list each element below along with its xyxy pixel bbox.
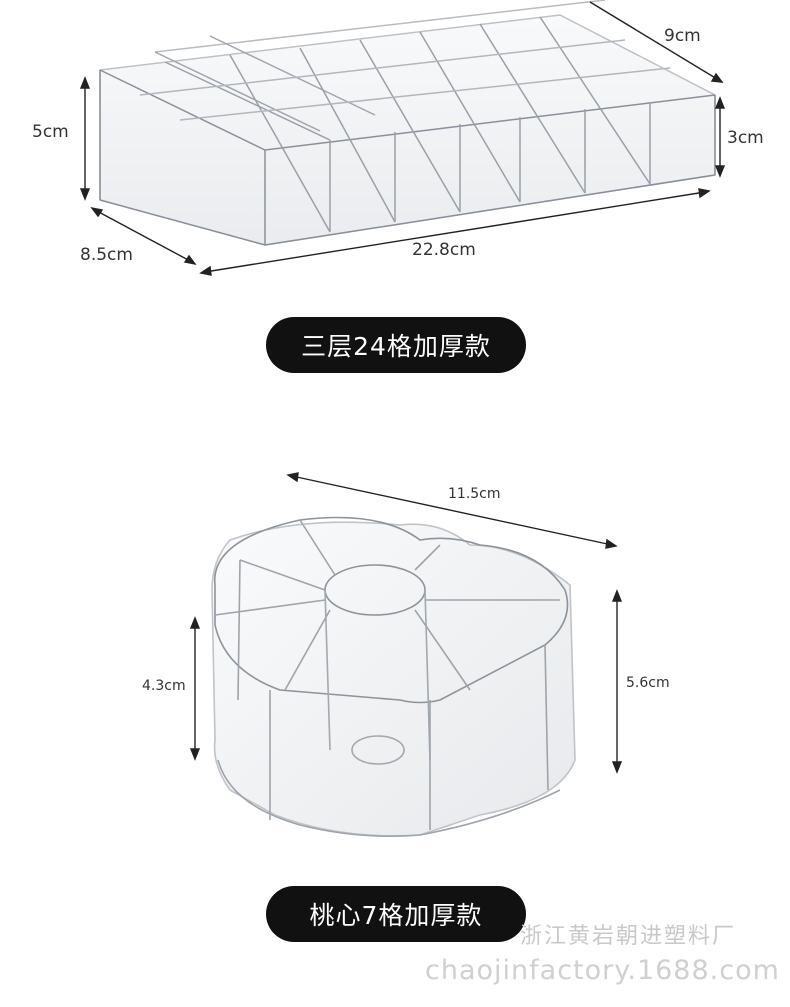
dimension-depth-top: 9cm (664, 26, 701, 46)
organizer-24-body (99, 0, 716, 246)
dimension-depth-side: 8.5cm (80, 245, 133, 265)
heart-organizer-dimension-lines (189, 472, 623, 774)
organizer-24-illustration (79, 0, 726, 276)
dimension-inner-height: 4.3cm (142, 678, 186, 694)
dimension-height: 5.6cm (626, 675, 670, 691)
product1-label: 三层24格加厚款 (266, 317, 526, 373)
watermark-url: chaojinfactory.1688.com (425, 955, 780, 986)
organizer-24-dimension-lines (79, 1, 726, 276)
dimension-length: 22.8cm (412, 240, 476, 260)
product2-label: 桃心7格加厚款 (266, 886, 526, 942)
dimension-height-back: 5cm (32, 122, 69, 142)
heart-organizer-illustration (189, 472, 623, 838)
dimension-width: 11.5cm (448, 486, 501, 502)
watermark-company: 浙江黄岩朝进塑料厂 (520, 924, 737, 949)
heart-organizer-body (211, 516, 576, 838)
dimension-height-front: 3cm (727, 128, 764, 148)
